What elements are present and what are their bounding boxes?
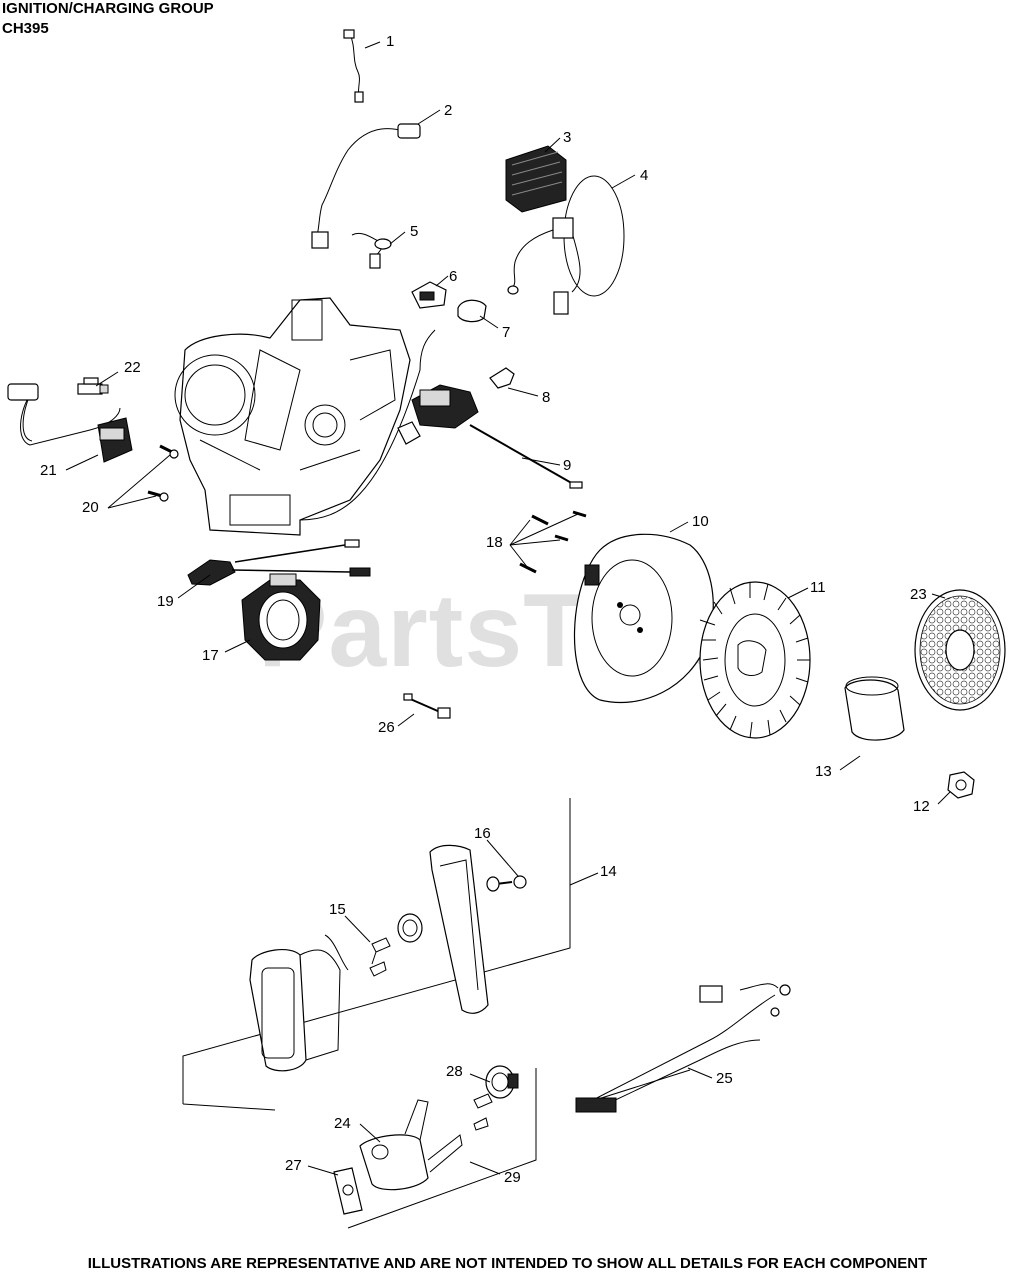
callout-15[interactable]: 15 [329,901,346,918]
part-5-connector-lead[interactable] [351,232,392,269]
callout-18[interactable]: 18 [486,534,503,551]
callout-26[interactable]: 26 [378,719,395,736]
callout-23[interactable]: 23 [910,586,927,603]
callout-6[interactable]: 6 [449,268,457,285]
callout-2[interactable]: 2 [444,102,452,119]
part-18-pins[interactable] [519,510,587,574]
part-28-ignition-switch[interactable] [473,1065,519,1131]
callout-4[interactable]: 4 [640,167,648,184]
callout-13[interactable]: 13 [815,763,832,780]
exploded-parts-diagram: 1 2 3 4 5 6 7 8 9 10 11 12 13 14 15 16 1… [7,29,1006,1229]
callout-16[interactable]: 16 [474,825,491,842]
model-number: CH395 [2,20,49,37]
callout-8[interactable]: 8 [542,389,550,406]
callout-28[interactable]: 28 [446,1063,463,1080]
callout-1[interactable]: 1 [386,33,394,50]
callout-21[interactable]: 21 [40,462,57,479]
callout-14[interactable]: 14 [600,863,617,880]
callout-27[interactable]: 27 [285,1157,302,1174]
callout-5[interactable]: 5 [410,223,418,240]
callout-19[interactable]: 19 [157,593,174,610]
part-8-clip[interactable] [489,367,515,389]
part-22-spark-plug[interactable] [77,377,109,395]
engine-crankcase [174,297,436,536]
part-2-wire-harness[interactable] [311,123,421,249]
part-9-ignition-module[interactable] [397,384,583,489]
part-4-harness-loop[interactable] [507,175,625,315]
part-21-ignition-coil[interactable] [7,383,133,463]
part-6-switch[interactable] [411,281,447,309]
part-23-grass-screen[interactable] [914,589,1006,711]
callout-17[interactable]: 17 [202,647,219,664]
callout-24[interactable]: 24 [334,1115,351,1132]
part-13-fan-cup[interactable] [844,676,905,741]
callout-29[interactable]: 29 [504,1169,521,1186]
part-3-rectifier-regulator[interactable] [505,145,567,213]
part-29-group-outline [347,1068,537,1229]
part-12-flywheel-nut[interactable] [947,771,975,799]
callout-3[interactable]: 3 [563,129,571,146]
part-27-mounting-plate[interactable] [333,1167,363,1215]
part-24-switch-cover[interactable] [359,1099,463,1191]
callout-10[interactable]: 10 [692,513,709,530]
part-15-key-switch[interactable] [369,913,423,977]
callout-25[interactable]: 25 [716,1070,733,1087]
diagram-title: IGNITION/CHARGING GROUP [2,0,214,17]
part-7-bracket[interactable] [457,299,487,323]
callout-labels: 1 2 3 4 5 6 7 8 9 10 11 12 13 14 15 16 1… [40,33,930,1186]
part-11-cooling-fan[interactable] [699,581,811,739]
part-17-stator[interactable] [241,573,321,661]
part-19-connector-harness[interactable] [187,539,371,586]
callout-9[interactable]: 9 [563,457,571,474]
callout-22[interactable]: 22 [124,359,141,376]
callout-11[interactable]: 11 [810,579,826,596]
callout-12[interactable]: 12 [913,798,930,815]
part-20-screws[interactable] [147,444,179,502]
leader-lines [65,41,951,1176]
callout-7[interactable]: 7 [502,324,510,341]
part-26-ground-lead[interactable] [403,693,451,719]
callout-20[interactable]: 20 [82,499,99,516]
part-14-control-panel-assembly[interactable] [249,844,527,1072]
part-25-wiring-harness[interactable] [575,983,791,1113]
part-10-flywheel[interactable] [573,533,714,704]
part-1-wire-lead[interactable] [343,29,364,103]
disclaimer-footer: ILLUSTRATIONS ARE REPRESENTATIVE AND ARE… [87,1255,928,1272]
part-14-panel-group-outline [182,798,571,1111]
